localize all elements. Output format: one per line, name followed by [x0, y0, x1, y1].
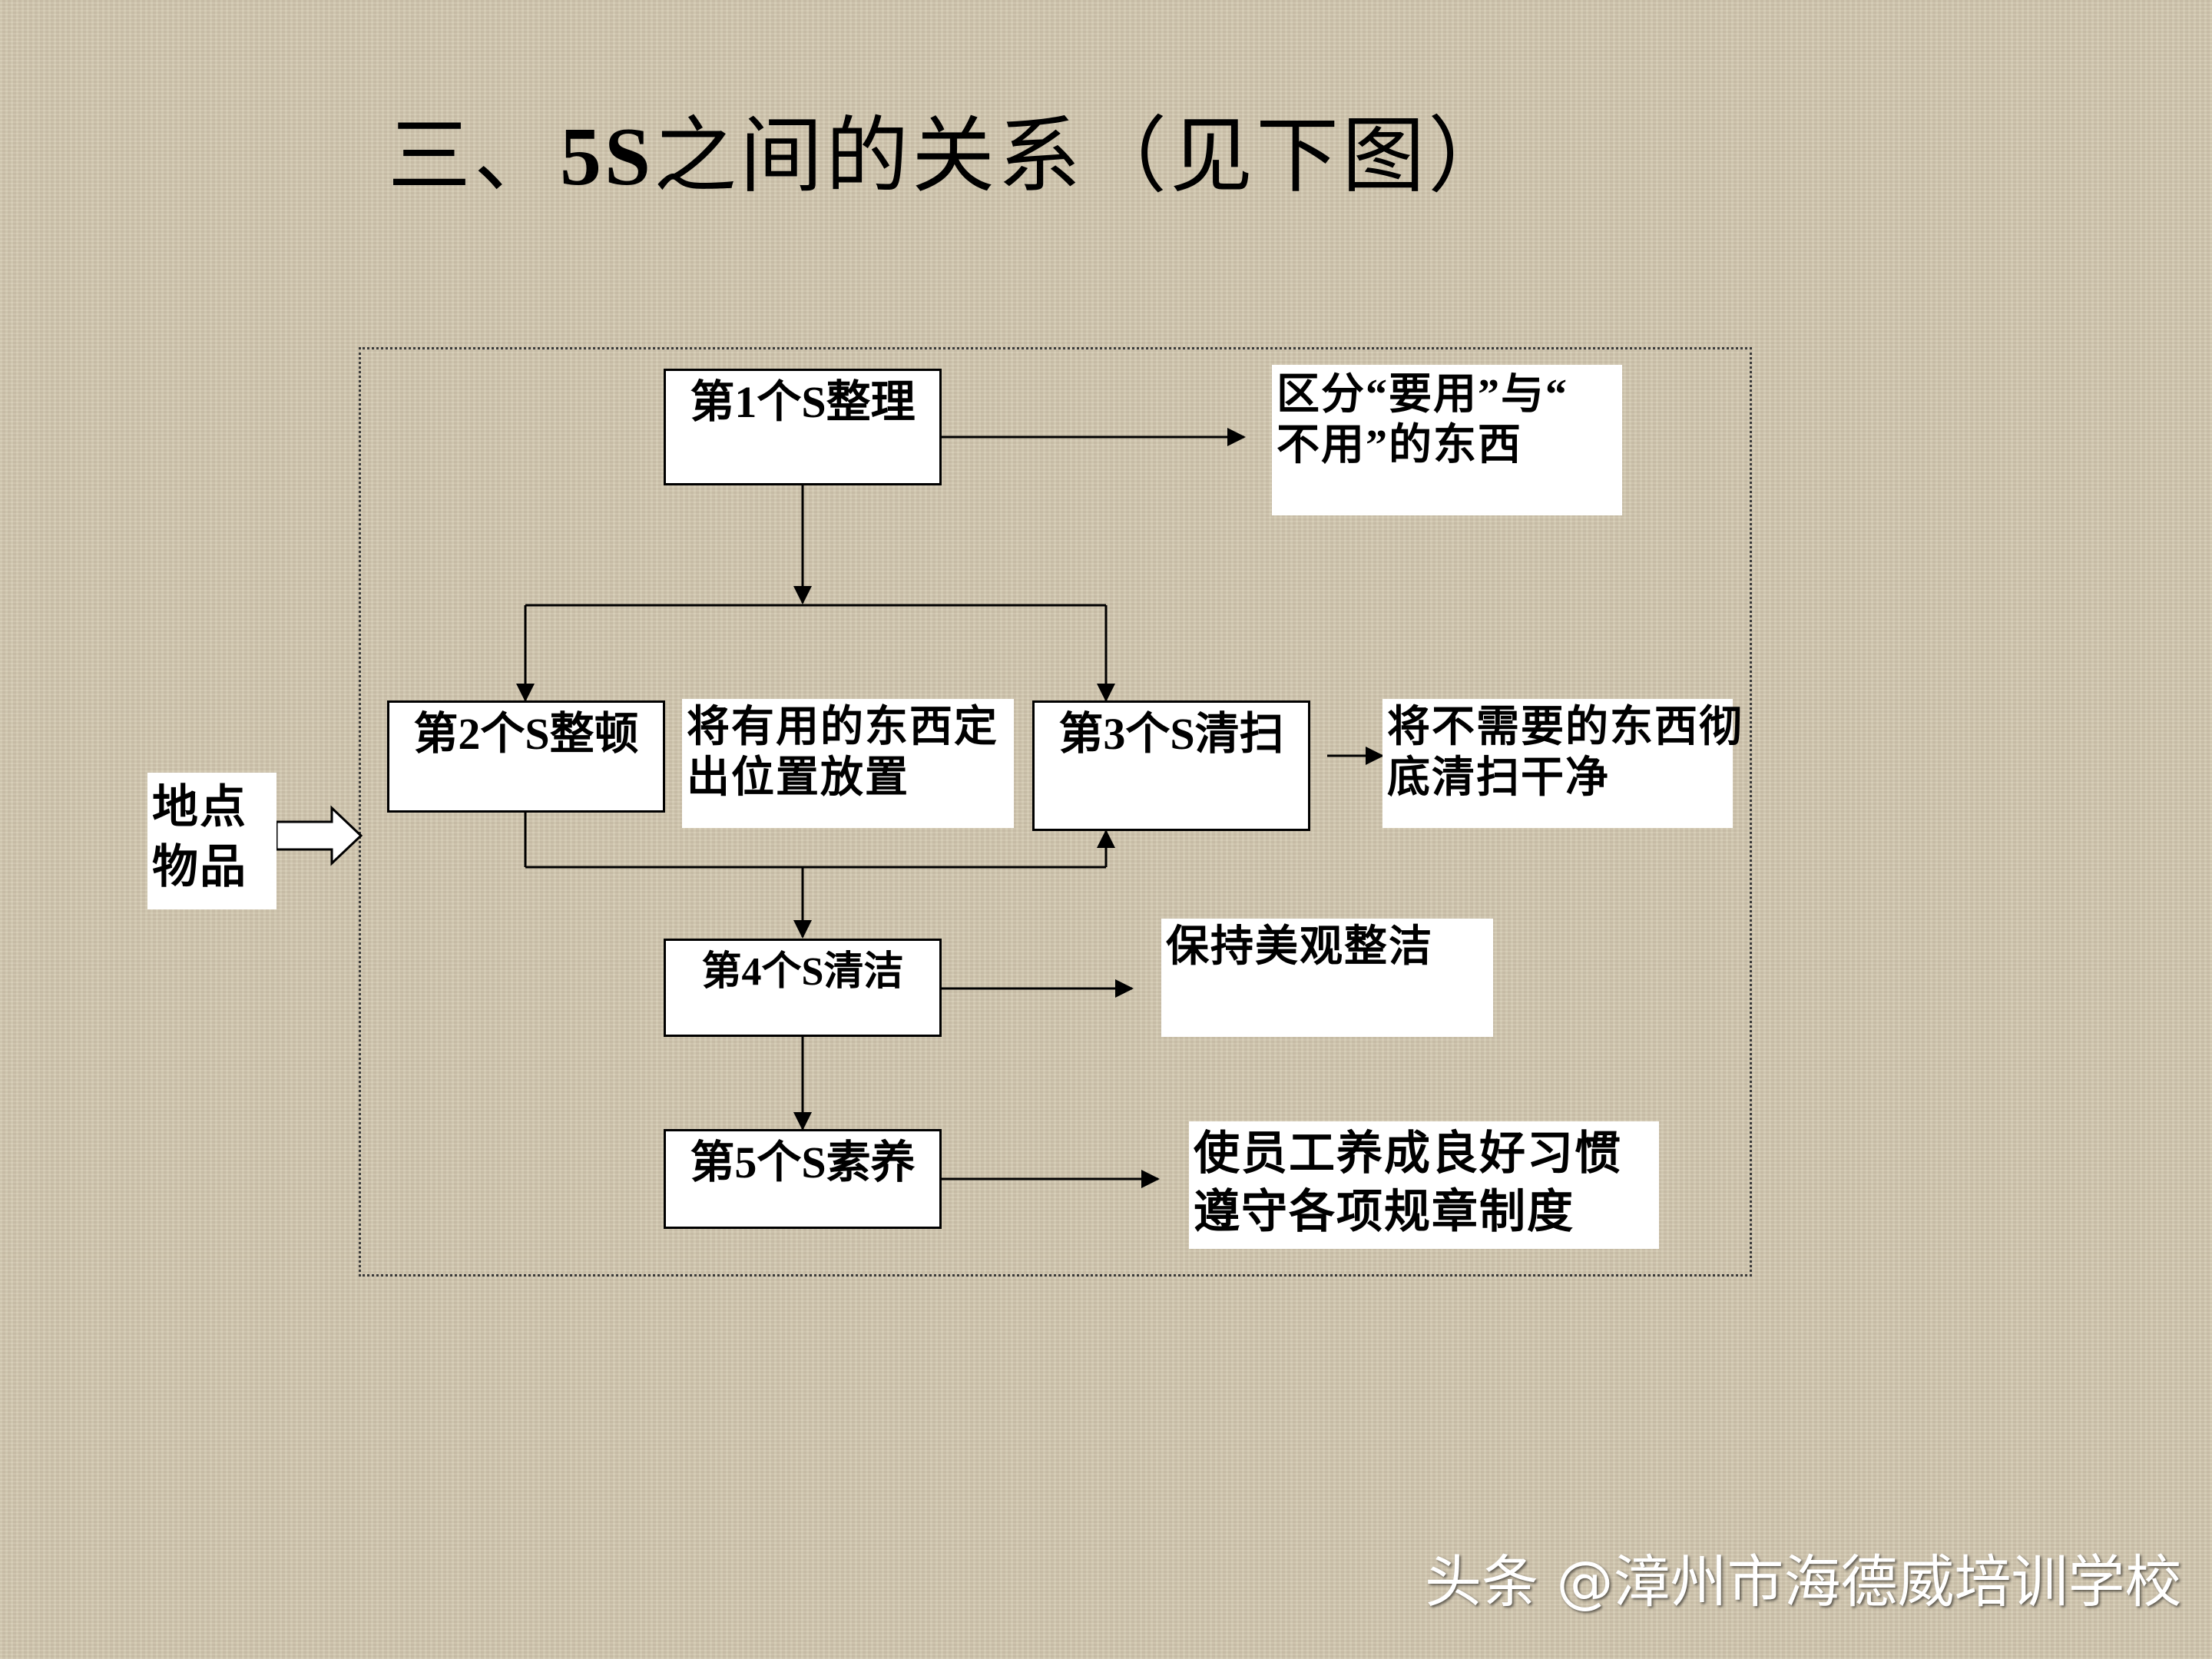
input-arrow	[275, 805, 363, 866]
note-s2-line-1: 将有用的东西定	[687, 704, 998, 751]
step-4-box: 第4个S清洁	[664, 939, 942, 1037]
step-2-box: 第2个S整顿	[387, 700, 665, 813]
note-s2: 将有用的东西定 出位置放置	[682, 699, 1014, 828]
step-1-label: 第1个S整理	[690, 377, 916, 427]
input-label-line-2: 物品	[152, 842, 247, 892]
step-1-box: 第1个S整理	[664, 369, 942, 485]
note-s5-line-2: 遵守各项规章制度	[1194, 1187, 1575, 1237]
step-5-label: 第5个S素养	[690, 1137, 916, 1187]
note-s3-line-2: 底清扫干净	[1387, 754, 1610, 802]
step-2-label: 第2个S整顿	[413, 709, 639, 759]
step-3-label: 第3个S清扫	[1058, 709, 1284, 759]
step-5-box: 第5个S素养	[664, 1129, 942, 1229]
step-4-label: 第4个S清洁	[701, 950, 904, 994]
note-s5-line-1: 使员工养成良好习惯	[1194, 1128, 1622, 1179]
title-suffix: 之间的关系（见下图）	[654, 111, 1515, 203]
note-s4-line-1: 保持美观整洁	[1166, 923, 1433, 971]
watermark: 头条 @漳州市海德威培训学校	[1425, 1549, 2182, 1615]
note-s3-line-1: 将不需要的东西彻	[1387, 704, 1743, 751]
title-prefix: 三、	[388, 111, 561, 203]
note-s5: 使员工养成良好习惯 遵守各项规章制度	[1189, 1121, 1659, 1249]
note-s1: 区分“要用”与“ 不用”的东西	[1272, 365, 1622, 515]
note-s4: 保持美观整洁	[1161, 919, 1493, 1037]
note-s3: 将不需要的东西彻 底清扫干净	[1382, 699, 1743, 828]
slide-title: 三、5S之间的关系（见下图）	[388, 108, 1514, 207]
input-label-line-1: 地点	[152, 782, 247, 833]
step-3-box: 第3个S清扫	[1032, 700, 1310, 831]
note-s2-line-2: 出位置放置	[687, 754, 909, 802]
note-s1-line-2: 不用”的东西	[1277, 422, 1522, 469]
input-label: 地点 物品	[147, 773, 276, 909]
title-5s: 5S	[560, 111, 654, 203]
note-s1-line-1: 区分“要用”与“	[1277, 371, 1568, 419]
